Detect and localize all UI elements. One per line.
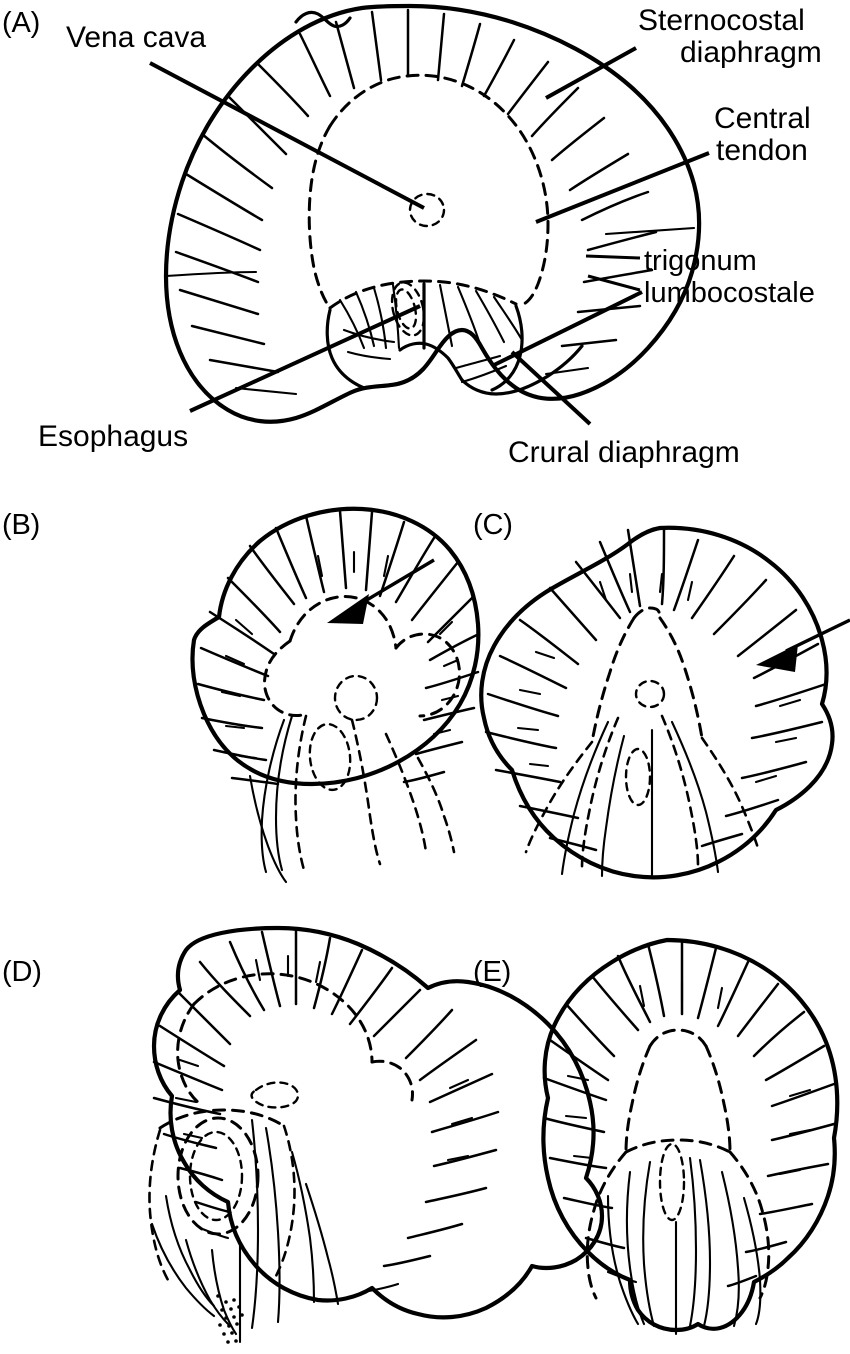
- panel-d-crural-left-edge: [148, 1128, 170, 1282]
- label-sternocostal-line2: diaphragm: [680, 36, 822, 69]
- panel-b-vena-cava-foramen: [333, 674, 379, 722]
- panel-a-sternocostal-fibers-right: [544, 152, 658, 376]
- arrow-panel-c-head: [756, 644, 798, 672]
- panel-e-crural-right: [728, 1150, 771, 1300]
- leader-central-tendon: [535, 151, 710, 224]
- panel-d-tendon-right: [370, 1059, 414, 1102]
- panel-c-group: (C): [473, 509, 850, 880]
- panel-d-crural-fibers: [150, 1118, 340, 1344]
- leader-esophagus: [189, 304, 421, 413]
- panel-e-tendon-top: [648, 1028, 708, 1048]
- panel-b-silhouette: [190, 506, 481, 787]
- arrow-panel-b-shaft: [354, 558, 435, 609]
- panel-a-central-tendon-boundary: [328, 73, 550, 306]
- panel-b-central-tendon-boundary: [288, 595, 398, 650]
- panel-a-central-tendon-boundary-left: [307, 124, 332, 310]
- panel-a-crural-right-outline: [490, 304, 524, 392]
- esophageal-hiatus-a: [390, 281, 426, 337]
- panel-d-crural-boundary: [158, 1108, 286, 1130]
- panel-label-b: (B): [2, 509, 40, 541]
- leader-lumbocostale-b: [491, 290, 643, 368]
- panel-a-outer-outline: [163, 3, 702, 424]
- panel-e-fibers: [542, 938, 836, 1288]
- panel-d-tendon-top: [192, 972, 374, 1064]
- panel-d-crural-right-edge: [274, 1124, 296, 1278]
- panel-e-tendon-right: [704, 1044, 732, 1154]
- panel-e-crural-left: [585, 1150, 628, 1300]
- panel-a-crural-notch: [398, 341, 464, 382]
- panel-e-tendon-left: [624, 1044, 652, 1154]
- label-crural-diaphragm: Crural diaphragm: [508, 436, 740, 469]
- label-central-tendon-line2: tendon: [716, 134, 808, 167]
- panel-d-fibers: [152, 928, 500, 1294]
- leader-crural-diaphragm: [510, 350, 592, 426]
- panel-c-tendon-right: [658, 616, 704, 740]
- panel-a-crural-outline: [325, 308, 366, 390]
- panel-a-sternocostal-fibers-left: [174, 94, 298, 396]
- panel-d-group: (D): [2, 925, 605, 1344]
- panel-d-silhouette: [151, 925, 605, 1320]
- panel-c-esophageal-hiatus: [624, 747, 652, 807]
- leader-lumbocostale-a: [587, 274, 641, 292]
- label-trigonum: trigonum: [644, 245, 757, 277]
- panel-b-group: (B): [2, 506, 481, 884]
- panel-a-right-crural-leaf: [460, 344, 584, 396]
- panel-a-leader-lines: [149, 46, 710, 426]
- arrow-panel-b-head: [327, 594, 369, 624]
- label-vena-cava: Vena cava: [66, 21, 206, 54]
- panel-c-crural-contours: [524, 714, 760, 878]
- panel-c-silhouette: [479, 525, 835, 880]
- label-esophagus: Esophagus: [38, 420, 188, 453]
- panel-e-crural-fibers: [606, 1156, 762, 1336]
- panel-c-fibers: [484, 528, 828, 852]
- panel-d-stipple-region: [216, 1294, 244, 1344]
- panel-b-esophageal-hiatus: [308, 722, 352, 792]
- label-lumbocostale: lumbocostale: [644, 277, 815, 309]
- panel-e-esophageal-hiatus: [658, 1142, 686, 1222]
- label-sternocostal-line1: Sternocostal: [638, 4, 805, 37]
- panel-a-sternocostal-fibers-upper: [256, 8, 606, 162]
- panel-a-crural-fibers: [338, 283, 524, 384]
- panel-b-fibers: [196, 509, 481, 786]
- panel-c-tendon-left: [590, 616, 636, 744]
- panel-a-group: [163, 3, 702, 424]
- label-central-tendon-line1: Central: [714, 102, 811, 135]
- panel-c-vena-cava-foramen: [634, 679, 666, 709]
- panel-d-vena-cava-foramen: [250, 1081, 300, 1109]
- panel-b-tendon-right: [394, 632, 461, 718]
- panel-label-c: (C): [473, 509, 513, 541]
- leader-sternocostal: [545, 46, 637, 100]
- panel-a-text-labels: (A) Vena cava Sternocostal diaphragm Cen…: [2, 4, 822, 469]
- panel-label-e: (E): [473, 956, 511, 988]
- panel-a-tendon-lower-edge: [328, 279, 518, 310]
- arrow-panel-b: [327, 558, 435, 624]
- panel-d-tendon-left: [176, 1002, 202, 1106]
- vena-cava-foramen: [408, 192, 446, 228]
- panel-d-esophageal-hiatus-inner: [188, 1130, 244, 1222]
- panel-b-crural-contours: [248, 714, 456, 884]
- panel-c-tendon-apex: [632, 606, 662, 620]
- leader-vena-cava: [149, 61, 425, 210]
- leader-trigonum: [585, 254, 641, 260]
- panel-e-group: (E): [473, 937, 840, 1336]
- panel-a-band-arcs: [164, 226, 696, 278]
- panel-label-d: (D): [2, 956, 42, 988]
- panel-a-superior-notch: [294, 10, 352, 29]
- panel-e-silhouette: [541, 937, 840, 1333]
- panel-label-a: (A): [2, 7, 40, 39]
- arrow-panel-c: [756, 618, 850, 672]
